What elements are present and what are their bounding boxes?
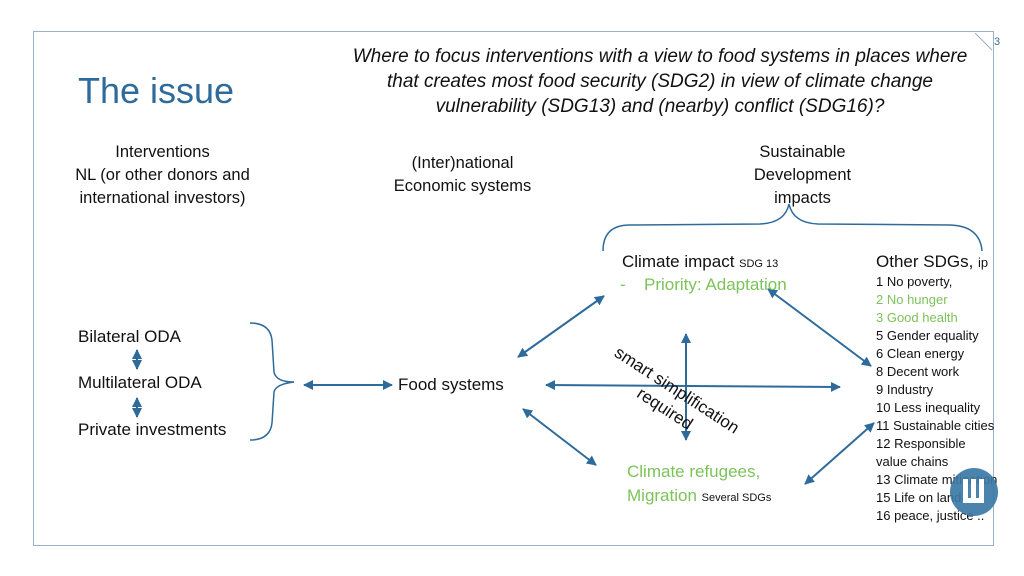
other-sdgs-header: Other SDGs, ip [876,252,988,272]
priority-text: Priority: Adaptation [644,275,787,294]
slide-frame [33,31,994,546]
sdg-list-item: value chains [876,454,949,469]
priority-adaptation: -Priority: Adaptation [620,275,787,295]
sdg-list-item: 16 peace, justice .. [876,508,985,523]
climate-impact-sdg: SDG 13 [739,258,779,270]
sdg-list-item: 10 Less inequality [876,400,981,415]
migration-text: Migration [627,486,702,505]
column-heading-line: Economic systems [393,177,532,195]
sdg-list-item: 5 Gender equality [876,328,979,343]
column-heading-economic-systems: (Inter)national Economic systems [360,152,565,198]
slide-corner-decoration [975,33,993,51]
sdg-list-item: 8 Decent work [876,364,960,379]
oda-bracket [249,322,295,441]
climate-impact-label: Climate impact SDG 13 [622,252,778,272]
column-heading-line: international investors) [79,189,246,207]
slide-title: The issue [78,70,235,111]
other-sdgs-list: 1 No poverty, 2 No hunger 3 Good health 5 G… [876,273,997,525]
arrow-food-climate-impact [517,295,605,358]
other-sdgs-suffix: ip [978,255,989,270]
private-investments-label: Private investments [78,420,227,439]
column-heading-line: impacts [774,189,831,207]
climate-refugees-label: Climate refugees, [627,462,761,481]
food-systems-label: Food systems [398,375,504,394]
column-heading-impacts: Sustainable Development impacts [700,141,905,210]
arrow-refugees-other-sdgs [804,422,875,485]
page-number: 3 [994,36,1001,48]
multilateral-oda-label: Multilateral ODA [78,373,202,392]
impacts-curly-brace [602,203,983,252]
university-logo [950,468,998,516]
sdg-list-item: 1 No poverty, [876,274,953,289]
other-sdgs-title: Other SDGs, [876,252,974,271]
sdg-list-item: 2 No hunger [876,292,948,307]
arrow-climate-other-sdgs [767,288,872,367]
sdg-list-item: 9 Industry [876,382,934,397]
column-heading-line: Sustainable [759,143,846,161]
column-heading-line: (Inter)national [411,154,514,172]
column-heading-line: NL (or other donors and [75,166,250,184]
sdg-list-item: 6 Clean energy [876,346,965,361]
migration-sdg: Several SDGs [701,492,772,504]
migration-label: Migration Several SDGs [627,486,771,506]
column-heading-interventions: Interventions NL (or other donors and in… [40,141,285,210]
arrow-food-refugees [522,408,597,466]
bilateral-oda-label: Bilateral ODA [78,327,181,346]
climate-impact-text: Climate impact [622,252,740,271]
sdg-list-item: 3 Good health [876,310,958,325]
sdg-list-item: 15 Life on land [876,490,962,505]
arrow-horizontal-cross [545,380,841,392]
column-heading-line: Development [753,166,852,184]
sdg-list-item: 11 Sustainable cities [876,418,995,433]
priority-dash: - [620,275,626,294]
sdg-list-item: 12 Responsible [876,436,966,451]
column-heading-line: Interventions [115,143,210,161]
research-question: Where to focus interventions with a view… [352,46,968,117]
